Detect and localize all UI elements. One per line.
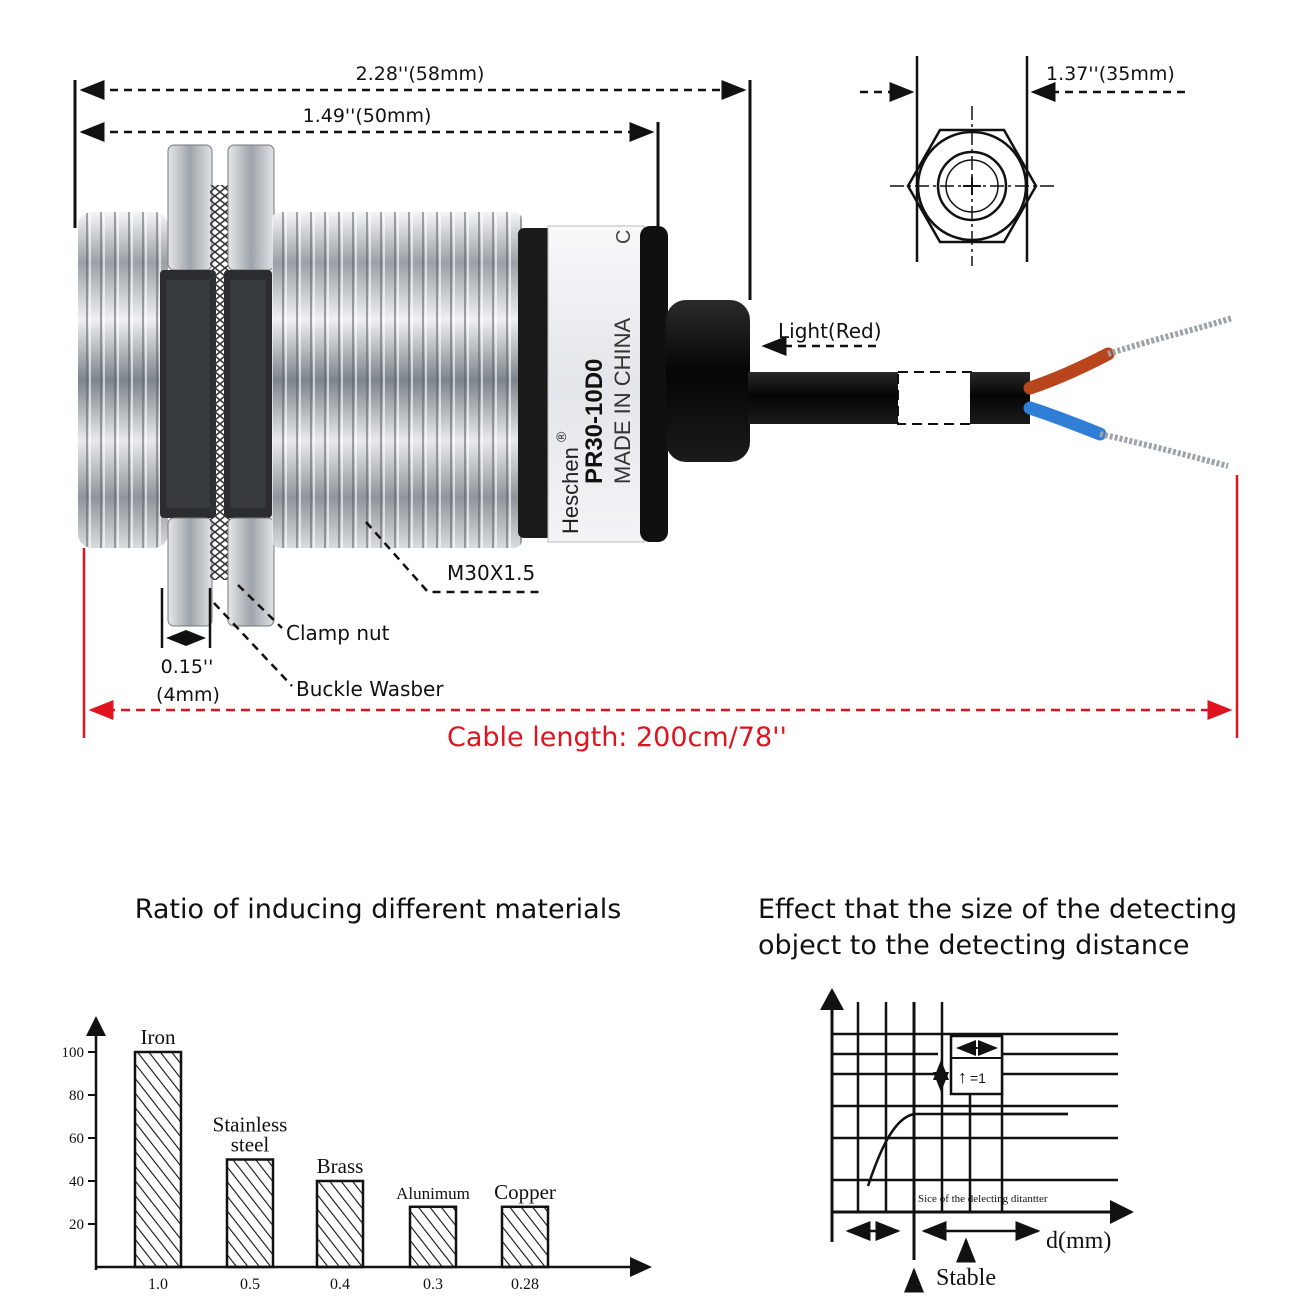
thread-label: M30X1.5 xyxy=(447,561,535,585)
label-brand: Heschen xyxy=(558,447,583,534)
back-nut-upper xyxy=(227,144,275,271)
x-ratio-label: 0.4 xyxy=(330,1276,350,1293)
chart-y-axis-arrow xyxy=(86,1016,106,1036)
label-origin: MADE IN CHINA xyxy=(610,317,635,484)
y-axis-ticks: 20 40 60 80 100 xyxy=(62,1045,96,1233)
wire-blue-strands xyxy=(1099,431,1229,469)
stable-label: Stable xyxy=(936,1265,996,1291)
size-effect-grid xyxy=(832,1002,1118,1212)
x-ratio-label: 0.28 xyxy=(511,1276,539,1293)
end-view: 1.37''(35mm) xyxy=(860,56,1185,266)
dimension-cable-length: Cable length: 200cm/78'' xyxy=(82,475,1239,753)
bar-category-label: Alunimum xyxy=(396,1184,470,1203)
chart-x-axis-arrow xyxy=(630,1257,652,1277)
front-nut-upper xyxy=(167,144,213,271)
wire-brown-strands xyxy=(1107,315,1233,357)
bar-category-label: Brass xyxy=(317,1154,364,1178)
label-model: PR30-10D0 xyxy=(581,359,608,484)
callout-clamp-nut: Clamp nut xyxy=(237,584,390,645)
x-ratio-label: 0.3 xyxy=(423,1276,443,1293)
y-tick-label: 60 xyxy=(69,1131,84,1147)
y-tick-label: 40 xyxy=(69,1174,84,1190)
end-cap xyxy=(640,226,668,542)
bar-category-label: Iron xyxy=(141,1025,176,1049)
y-tick-label: 100 xyxy=(62,1045,85,1061)
size-effect-diagram: ↑ =1 Sice of the delecting ditantter d(m… xyxy=(820,988,1134,1293)
diameter-label: 1.37''(35mm) xyxy=(1046,63,1175,85)
body-length-label: 1.49''(50mm) xyxy=(303,105,432,127)
cable-length-label: Cable length: 200cm/78'' xyxy=(447,722,787,753)
dimension-body: 1.49''(50mm) xyxy=(79,105,660,228)
bar-category-label: Stainless xyxy=(213,1113,288,1137)
bar-alunimum xyxy=(408,1205,458,1269)
cable-gland xyxy=(666,300,750,462)
callout-light: Light(Red) xyxy=(761,319,882,356)
x-ratio-label: 1.0 xyxy=(148,1276,168,1293)
x-axis-label-dmm: d(mm) xyxy=(1046,1228,1111,1254)
callout-buckle-washer: Buckle Wasber xyxy=(213,602,444,701)
bar-category-label: steel xyxy=(231,1133,270,1157)
y-tick-label: 20 xyxy=(69,1217,84,1233)
label-registered: ® xyxy=(553,431,569,442)
cable-end xyxy=(970,372,1030,424)
cable-break-gap xyxy=(897,371,973,425)
materials-chart-heading: Ratio of inducing different materials xyxy=(135,894,622,925)
inner-caption: Sice of the delecting ditantter xyxy=(918,1193,1048,1205)
ratio-symbol: ↑ xyxy=(958,1067,967,1087)
washer-thickness-line1: 0.15'' xyxy=(161,656,214,678)
callout-thread: M30X1.5 xyxy=(365,521,542,594)
size-effect-x-arrow xyxy=(1110,1200,1134,1224)
bar-brass xyxy=(315,1179,365,1269)
back-nut-lower xyxy=(227,517,275,627)
bar-stainless-steel xyxy=(225,1158,275,1269)
y-tick-label: 80 xyxy=(69,1088,84,1104)
wire-blue xyxy=(1023,401,1107,441)
dimension-overall: 2.28''(58mm) xyxy=(73,63,752,300)
size-effect-y-arrow xyxy=(820,988,844,1010)
ratio-label: =1 xyxy=(970,1070,986,1086)
bar-copper xyxy=(500,1205,550,1269)
product-label: Heschen ® PR30-10D0 MADE IN CHINA C xyxy=(553,230,635,534)
sensor-illustration xyxy=(78,144,1233,627)
size-chart-heading-line2: object to the detecting distance xyxy=(758,930,1190,961)
wire-brown xyxy=(1023,347,1115,395)
size-chart-heading-line1: Effect that the size of the detecting xyxy=(758,894,1237,925)
label-mark: C xyxy=(613,230,635,244)
bar-iron xyxy=(133,1050,183,1269)
overall-length-label: 2.28''(58mm) xyxy=(356,63,485,85)
detection-curve xyxy=(866,1112,1068,1187)
label-sleeve xyxy=(547,225,645,543)
bar-category-label: Copper xyxy=(494,1180,556,1204)
buckle-washer-label: Buckle Wasber xyxy=(296,677,444,701)
cable xyxy=(748,372,900,424)
washer-thickness-line2: (4mm) xyxy=(156,684,220,706)
x-ratio-label: 0.5 xyxy=(240,1276,260,1293)
light-label: Light(Red) xyxy=(778,319,882,343)
front-nut-lower xyxy=(167,517,213,627)
collar xyxy=(518,228,552,538)
clamp-nut-label: Clamp nut xyxy=(286,621,390,645)
